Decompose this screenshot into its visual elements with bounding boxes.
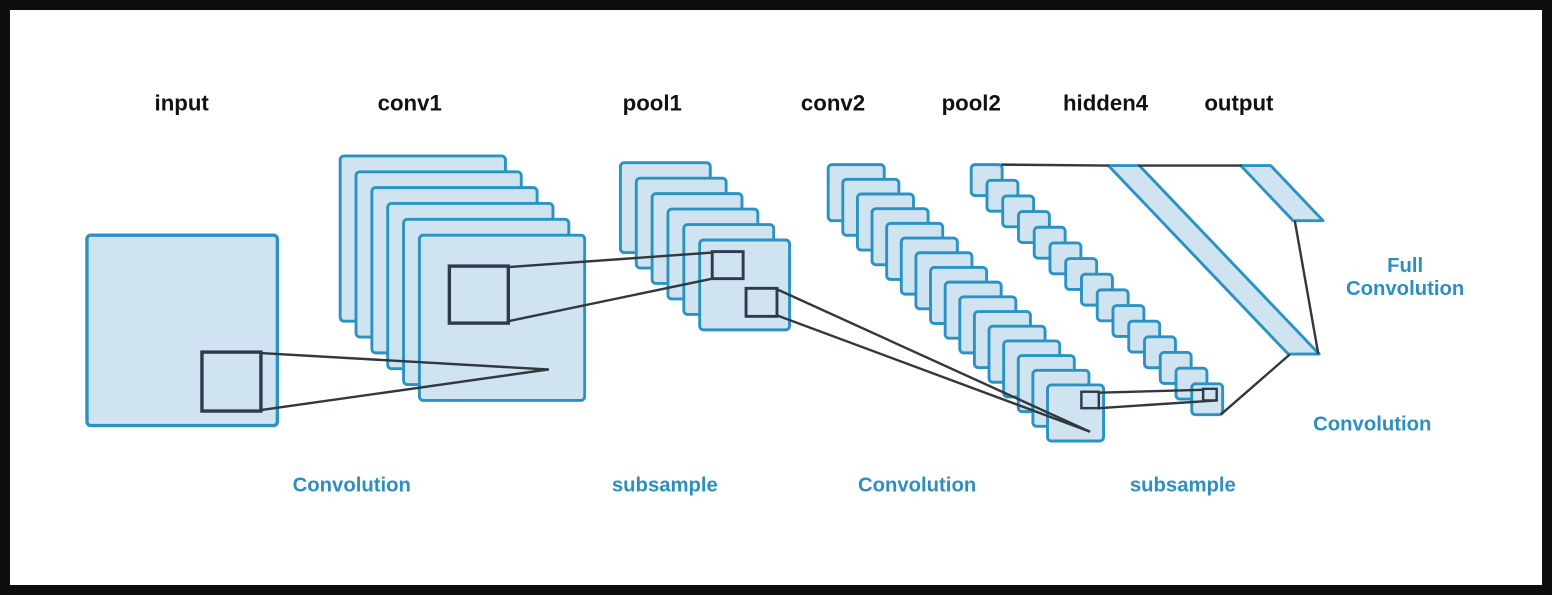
conv1-to-pool1-lower	[507, 277, 714, 323]
layer-label-hidden4: hidden4	[1063, 91, 1149, 116]
layer-label-output: output	[1204, 91, 1274, 116]
pool1-to-conv2-upper	[775, 288, 1091, 433]
output-bar	[1239, 164, 1325, 223]
annotation-convolution-1: Convolution	[293, 474, 411, 496]
pool1-feature-map	[698, 238, 791, 332]
conv1-receptive-window	[447, 264, 511, 325]
cnn-architecture-diagram: input conv1 pool1 conv2 pool2 hidden4 outputCo…	[85, 91, 1464, 496]
conv1-feature-map	[417, 233, 587, 402]
output-to-hidden4-tip	[1293, 220, 1320, 355]
layer-label-conv2: conv2	[801, 91, 865, 116]
layer-label-conv1: conv1	[378, 91, 442, 116]
annotation-subsample-1: subsample	[612, 474, 718, 496]
layer-label-input: input	[155, 91, 210, 116]
input-to-conv1-upper	[259, 351, 550, 371]
annotation-convolution-3: Convolution	[1313, 413, 1431, 435]
hidden4-to-pool2-window	[1220, 353, 1291, 416]
pool2-to-hidden4-top	[1000, 163, 1110, 167]
pool1-upper-window	[710, 250, 745, 281]
conv2-to-pool2-upper	[1097, 388, 1205, 394]
conv2-receptive-window	[1080, 390, 1100, 410]
pool1-lower-window	[744, 286, 779, 318]
input-feature-map	[85, 233, 280, 428]
input-receptive-window	[200, 350, 263, 413]
conv2-feature-map	[1046, 383, 1106, 443]
annotation-subsample-2: subsample	[1130, 474, 1236, 496]
input-to-conv1-lower	[259, 368, 550, 412]
conv2-to-pool2-lower	[1097, 399, 1218, 410]
hidden4-bar	[1106, 164, 1321, 356]
layer-label-pool2: pool2	[942, 91, 1001, 116]
annotation-convolution-2: Convolution	[858, 474, 976, 496]
layer-label-pool1: pool1	[623, 91, 682, 116]
pool1-to-conv2-lower	[775, 314, 1091, 433]
conv1-to-pool1-upper	[507, 251, 714, 269]
